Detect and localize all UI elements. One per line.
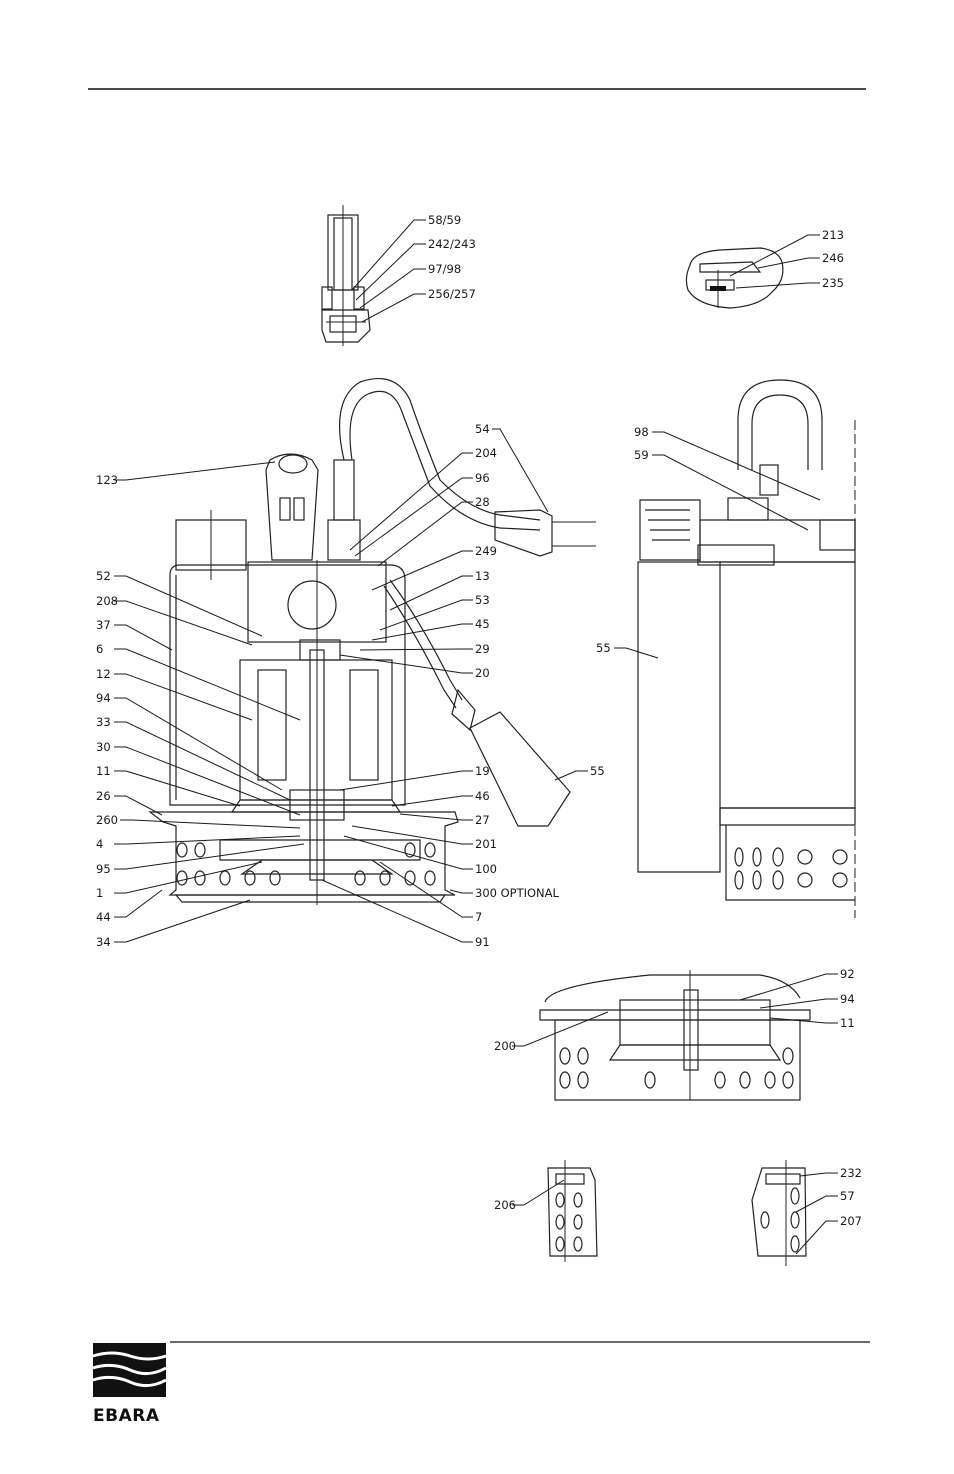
label-95: 95 — [96, 862, 111, 876]
label-44: 44 — [96, 910, 111, 924]
label-96: 96 — [475, 471, 490, 485]
label-249: 249 — [475, 544, 497, 558]
strainer-holes — [177, 843, 435, 885]
main-left-labels: 123 52 208 37 6 12 94 33 30 11 26 260 4 … — [96, 462, 304, 949]
label-20: 20 — [475, 666, 490, 680]
label-300-optional: 300 OPTIONAL — [475, 886, 560, 900]
float-switch-body — [638, 562, 720, 872]
label-7: 7 — [475, 910, 482, 924]
label-97-98: 97/98 — [428, 262, 461, 276]
label-94: 94 — [96, 691, 111, 705]
label-26: 26 — [96, 789, 111, 803]
label-207: 207 — [840, 1214, 862, 1228]
label-1: 1 — [96, 886, 103, 900]
label-92: 92 — [840, 967, 855, 981]
label-246: 246 — [822, 251, 844, 265]
label-52: 52 — [96, 569, 111, 583]
label-45: 45 — [475, 617, 490, 631]
label-260: 260 — [96, 813, 118, 827]
label-29: 29 — [475, 642, 490, 656]
label-6: 6 — [96, 642, 103, 656]
label-27: 27 — [475, 813, 490, 827]
ebara-logo: EBARA — [93, 1343, 166, 1426]
label-94-base: 94 — [840, 992, 855, 1006]
base-detail: 92 94 11 200 — [494, 967, 855, 1100]
side-strainer-holes — [735, 848, 847, 889]
label-57: 57 — [840, 1189, 855, 1203]
side-view: 98 59 55 — [596, 380, 855, 918]
foot-detail-left: 206 — [494, 1160, 597, 1262]
label-11-base: 11 — [840, 1016, 855, 1030]
label-46: 46 — [475, 789, 490, 803]
label-242-243: 242/243 — [428, 237, 476, 251]
label-204: 204 — [475, 446, 497, 460]
ebara-logo-text: EBARA — [93, 1406, 160, 1426]
label-256-257: 256/257 — [428, 287, 476, 301]
ebara-logo-mark — [93, 1343, 166, 1397]
label-201: 201 — [475, 837, 497, 851]
label-19: 19 — [475, 764, 490, 778]
label-100: 100 — [475, 862, 497, 876]
label-213: 213 — [822, 228, 844, 242]
label-11: 11 — [96, 764, 111, 778]
label-54: 54 — [475, 422, 490, 436]
label-55-float: 55 — [590, 764, 605, 778]
base-strainer-holes — [560, 1048, 793, 1088]
label-34: 34 — [96, 935, 111, 949]
main-right-labels: 54 204 96 28 249 13 53 45 29 20 19 46 27… — [322, 422, 605, 949]
label-28: 28 — [475, 495, 490, 509]
label-4: 4 — [96, 837, 103, 851]
handle-detail: 213 246 235 — [686, 228, 844, 308]
label-13: 13 — [475, 569, 490, 583]
label-98: 98 — [634, 425, 649, 439]
label-37: 37 — [96, 618, 111, 632]
label-12: 12 — [96, 667, 111, 681]
label-91: 91 — [475, 935, 490, 949]
label-55-side: 55 — [596, 641, 611, 655]
label-53: 53 — [475, 593, 490, 607]
label-58-59: 58/59 — [428, 213, 461, 227]
label-59: 59 — [634, 448, 649, 462]
label-235: 235 — [822, 276, 844, 290]
label-33: 33 — [96, 715, 111, 729]
pump-cross-section — [150, 379, 596, 905]
label-232: 232 — [840, 1166, 862, 1180]
foot-detail-right: 232 57 207 — [752, 1160, 862, 1266]
label-30: 30 — [96, 740, 111, 754]
cable-entry-detail: 58/59 242/243 97/98 256/257 — [322, 205, 476, 346]
